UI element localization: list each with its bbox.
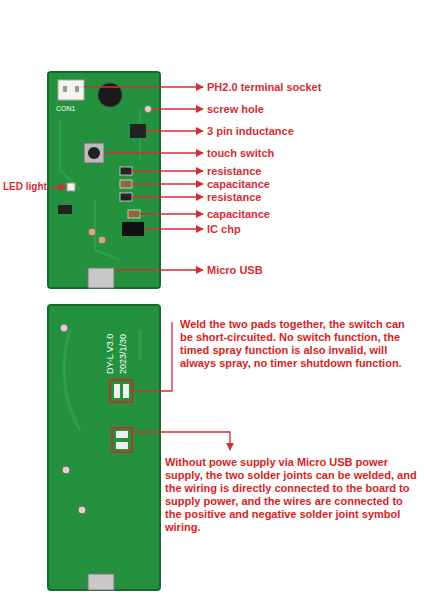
part-label: resistance — [207, 165, 261, 177]
via-pad — [78, 506, 86, 514]
part-label: touch switch — [207, 147, 274, 159]
silkscreen-text: CON1 — [56, 103, 75, 115]
socket-pin — [63, 86, 67, 92]
part-label: resistance — [207, 191, 261, 203]
pcb-trace — [64, 330, 140, 430]
note-text: Without powe supply via Micro USB power … — [165, 456, 419, 534]
part-label: capacitance — [207, 178, 270, 190]
solder-pad — [116, 442, 128, 449]
leader-line — [132, 322, 172, 391]
pcb-board — [48, 72, 160, 288]
leader-lines — [51, 87, 203, 270]
leader-line — [104, 152, 203, 153]
leader-line — [84, 86, 203, 87]
highlight-box — [110, 380, 132, 402]
top-board — [48, 72, 160, 288]
leader-line — [146, 130, 203, 131]
ic-chip — [122, 222, 144, 236]
leader-line — [114, 269, 203, 270]
capacitor — [128, 210, 140, 218]
terminal-socket — [58, 80, 84, 100]
leader-line — [132, 432, 230, 450]
solder-pad — [116, 431, 128, 438]
resistor — [120, 193, 132, 201]
pcb-trace — [60, 110, 140, 260]
switch-button — [88, 147, 100, 159]
part-label: IC chp — [207, 223, 241, 235]
leader-line — [51, 186, 66, 187]
leader-line — [144, 228, 203, 229]
leader-line — [132, 196, 203, 197]
pcb-board — [48, 305, 160, 590]
via-pad — [62, 466, 70, 474]
part-label: PH2.0 terminal socket — [207, 81, 321, 93]
bottom-board — [48, 305, 160, 590]
silkscreen-text: DY-L V3.0 — [104, 334, 116, 374]
leader-line — [152, 108, 203, 109]
solder-pad — [123, 384, 129, 398]
via-pad — [88, 228, 96, 236]
part-label: capacitance — [207, 208, 270, 220]
capacitor — [120, 180, 132, 188]
part-label: Micro USB — [207, 264, 263, 276]
solder-pad — [114, 384, 120, 398]
screw-hole — [145, 106, 152, 113]
via-pad — [98, 236, 106, 244]
socket-pin — [75, 86, 79, 92]
resistor — [120, 167, 132, 175]
highlight-box — [112, 428, 132, 452]
part-label: LED light — [3, 181, 47, 193]
led — [67, 183, 75, 191]
note-text: Weld the two pads together, the switch c… — [180, 318, 418, 370]
inductor-3pin — [130, 124, 146, 138]
leader-line — [132, 183, 203, 184]
silkscreen-text: 2023/1/30 — [117, 334, 129, 374]
leader-line — [140, 213, 203, 214]
leader-line — [132, 170, 203, 171]
via-pad — [60, 324, 68, 332]
micro-usb — [88, 268, 114, 288]
smd-part — [58, 205, 72, 214]
micro-usb — [88, 574, 114, 590]
part-label: 3 pin inductance — [207, 125, 294, 137]
touch-switch — [84, 143, 104, 163]
part-label: screw hole — [207, 103, 264, 115]
